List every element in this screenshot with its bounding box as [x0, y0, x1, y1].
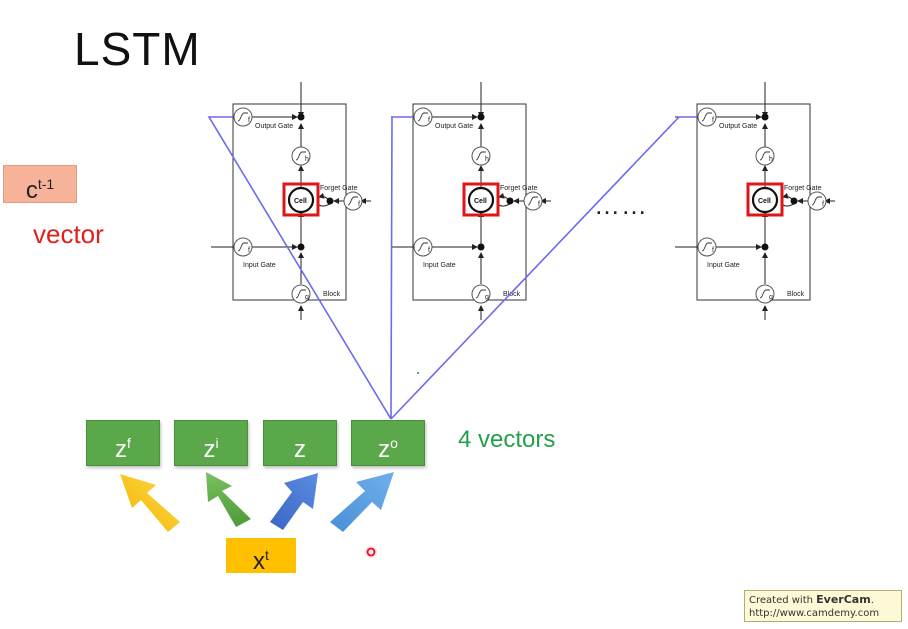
forget-gate-label: Forget Gate — [784, 185, 821, 192]
forget-gate-symbol: f — [358, 201, 360, 208]
z-input-superscript: i — [215, 435, 219, 451]
output-activation-symbol: h — [485, 156, 489, 163]
cell-state-box: ct-1 — [3, 165, 77, 204]
stray-dot — [417, 372, 419, 374]
cursor-pointer-icon — [365, 546, 377, 558]
watermark-prefix: Created with — [749, 595, 817, 606]
lstm-block-2: Output Gate Forget Gate Input Gate Cell … — [391, 82, 551, 320]
ellipsis: …… — [594, 190, 648, 220]
cell-label: Cell — [294, 198, 307, 205]
watermark-url: http://www.camdemy.com — [749, 608, 880, 619]
cell-state-base: c — [25, 177, 38, 204]
input-activation-symbol: g — [485, 294, 489, 301]
watermark-suffix: . — [870, 595, 874, 606]
block-label: Block — [323, 291, 341, 298]
z-output-superscript: o — [390, 435, 398, 451]
connector-line-3 — [390, 116, 697, 420]
input-gate-symbol: f — [248, 247, 250, 254]
input-gate-label: Input Gate — [423, 262, 456, 269]
arrow-to-zf-icon — [120, 474, 180, 532]
output-gate-label: Output Gate — [255, 123, 293, 130]
input-base: x — [253, 548, 266, 575]
output-activation-symbol: h — [769, 156, 773, 163]
cell-label: Cell — [474, 198, 487, 205]
input-xt-box: xt — [226, 538, 296, 575]
input-gate-symbol: f — [712, 247, 714, 254]
z-forget-base: z — [115, 436, 128, 463]
output-gate-label: Output Gate — [719, 123, 757, 130]
input-superscript: t — [265, 547, 269, 563]
forget-gate-label: Forget Gate — [500, 185, 537, 192]
cell-state-superscript: t-1 — [37, 176, 55, 192]
zo-connector-lines — [207, 116, 697, 420]
cell-state-caption: vector — [33, 219, 104, 249]
input-gate-label: Input Gate — [243, 262, 276, 269]
forget-gate-symbol: f — [822, 201, 824, 208]
four-vectors-caption: 4 vectors — [458, 426, 556, 453]
forget-gate-symbol: f — [538, 201, 540, 208]
input-arrows — [120, 472, 394, 532]
output-gate-label: Output Gate — [435, 123, 473, 130]
lstm-block-1: Output Gate Forget Gate Input Gate Cell … — [211, 82, 371, 320]
slide-title: LSTM — [74, 23, 201, 75]
arrow-to-zi-icon — [206, 472, 251, 527]
arrow-to-zo-icon — [330, 472, 394, 532]
output-gate-symbol: f — [428, 117, 430, 124]
input-activation-symbol: g — [769, 294, 773, 301]
z-output-base: z — [378, 436, 391, 463]
z-box: z — [263, 420, 337, 466]
z-input-box: zi — [174, 420, 248, 466]
forget-gate-label: Forget Gate — [320, 185, 357, 192]
arrow-to-z-icon — [270, 473, 318, 530]
block-label: Block — [503, 291, 521, 298]
output-gate-symbol: f — [248, 117, 250, 124]
block-label: Block — [787, 291, 805, 298]
z-forget-superscript: f — [127, 435, 131, 451]
connector-line-1 — [207, 116, 392, 420]
input-activation-symbol: g — [305, 294, 309, 301]
watermark-brand: EverCam — [816, 593, 871, 606]
z-input-base: z — [203, 436, 216, 463]
z-forget-box: zf — [86, 420, 160, 466]
z-output-box: zo — [351, 420, 425, 466]
output-activation-symbol: h — [305, 156, 309, 163]
evercam-watermark: Created with EverCam. http://www.camdemy.… — [744, 590, 902, 622]
z-base: z — [294, 436, 306, 463]
lstm-block-3: Output Gate Forget Gate Input Gate Cell … — [675, 82, 835, 320]
input-gate-symbol: f — [428, 247, 430, 254]
cell-label: Cell — [758, 198, 771, 205]
input-gate-label: Input Gate — [707, 262, 740, 269]
connector-line-2 — [390, 116, 413, 420]
output-gate-symbol: f — [712, 117, 714, 124]
